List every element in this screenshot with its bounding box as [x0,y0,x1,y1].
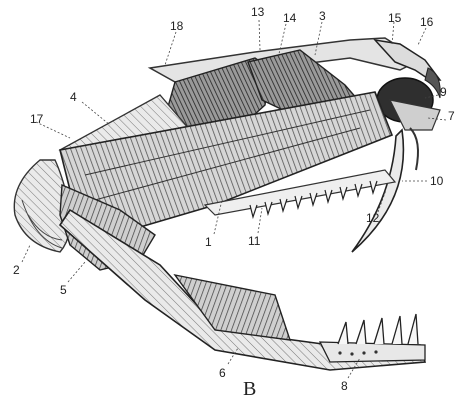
label-1: 1 [205,236,212,248]
label-12: 12 [366,212,379,224]
label-13: 13 [251,6,264,18]
figure-caption: B [243,378,256,401]
fang-sheath [410,128,418,170]
label-2: 2 [13,264,20,276]
label-9: 9 [440,86,447,98]
label-17: 17 [30,113,43,125]
dentary [320,342,425,362]
label-8: 8 [341,380,348,392]
label-4: 4 [70,91,77,103]
label-15: 15 [388,12,401,24]
label-3: 3 [319,10,326,22]
label-10: 10 [430,175,443,187]
label-11: 11 [248,235,260,247]
label-18: 18 [170,20,183,32]
label-6: 6 [219,367,226,379]
label-5: 5 [60,284,67,296]
lower-teeth [338,314,418,344]
label-14: 14 [283,12,296,24]
label-7: 7 [448,110,455,122]
label-16: 16 [420,16,433,28]
